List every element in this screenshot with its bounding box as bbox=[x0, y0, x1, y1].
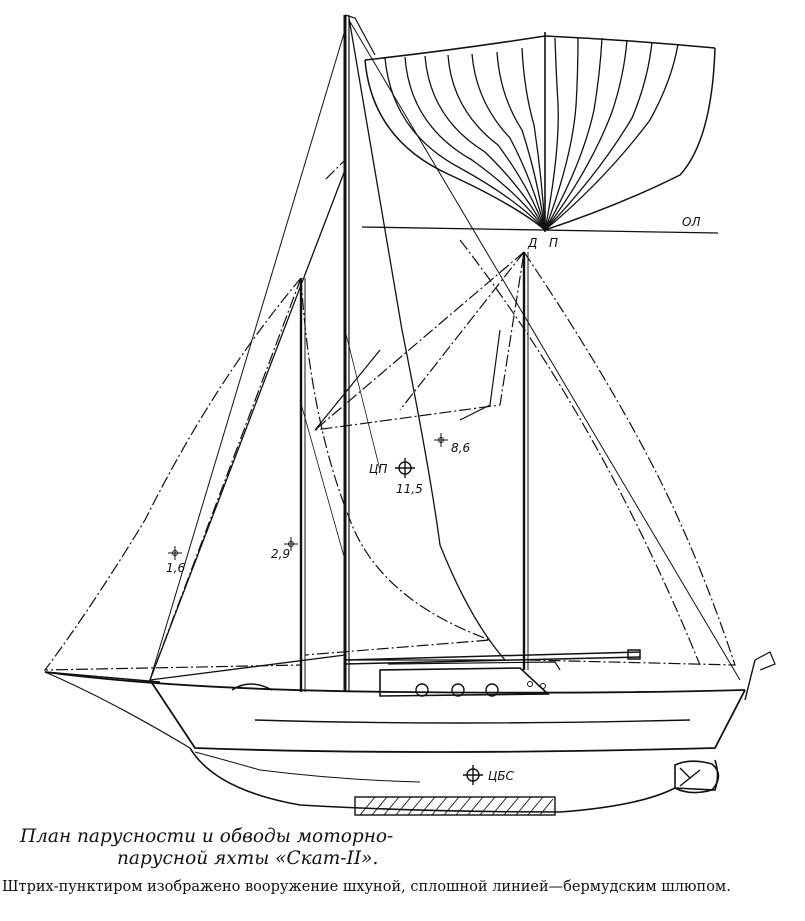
hull-underwater bbox=[189, 747, 719, 813]
figure-note: Штрих-пунктиром изображено вооружение шх… bbox=[2, 879, 731, 895]
caption-line-2: парусной яхты «Скат-II». bbox=[117, 848, 379, 869]
propeller bbox=[679, 767, 701, 787]
center-of-effort-mark bbox=[395, 458, 415, 478]
porthole-2 bbox=[451, 683, 465, 697]
sloop-mainsail bbox=[348, 17, 507, 661]
label-cp-value: 11,5 bbox=[396, 482, 423, 496]
figure-caption: План парусности и обводы моторно- парусн… bbox=[20, 826, 540, 870]
hull bbox=[44, 651, 776, 816]
label-p: П bbox=[549, 236, 558, 250]
ballast-keel bbox=[354, 796, 556, 816]
label-ol: ОЛ bbox=[682, 215, 700, 229]
label-jib-area: 1,6 bbox=[166, 561, 185, 575]
schooner-topsail bbox=[313, 251, 525, 431]
ensign-flag bbox=[754, 651, 776, 671]
hull-topsides bbox=[149, 679, 746, 753]
body-plan-deckline bbox=[364, 35, 716, 61]
masts bbox=[299, 14, 529, 692]
schooner-rig bbox=[43, 15, 736, 681]
booms bbox=[344, 649, 641, 665]
schooner-mainsail bbox=[523, 251, 736, 666]
mark-mainsail bbox=[434, 433, 448, 447]
hull-sheerline bbox=[44, 671, 746, 694]
waterline-ol bbox=[361, 226, 719, 234]
rudder bbox=[674, 760, 720, 794]
label-cbs: ЦБС bbox=[488, 769, 515, 783]
schooner-staysail bbox=[300, 277, 491, 656]
schooner-foresail bbox=[43, 277, 302, 671]
sail-marks bbox=[168, 433, 483, 785]
body-plan: ОЛ Д П bbox=[361, 32, 719, 250]
caption-line-1: План парусности и обводы моторно- bbox=[20, 826, 394, 847]
porthole-3 bbox=[485, 683, 499, 697]
label-d: Д bbox=[527, 236, 537, 250]
label-mainsail-area: 8,6 bbox=[451, 441, 470, 455]
center-of-lateral-resistance-mark bbox=[463, 765, 483, 785]
mark-jib bbox=[168, 546, 182, 560]
label-staysail-area: 2,9 bbox=[271, 547, 290, 561]
label-cp: ЦП bbox=[369, 462, 387, 476]
porthole-1 bbox=[415, 683, 429, 697]
ensign-staff bbox=[744, 659, 756, 701]
mark-staysail bbox=[284, 537, 298, 551]
cabin-house bbox=[379, 667, 551, 697]
sail-plan-drawing: ОЛ Д П bbox=[43, 14, 776, 816]
dinghy bbox=[231, 683, 273, 691]
